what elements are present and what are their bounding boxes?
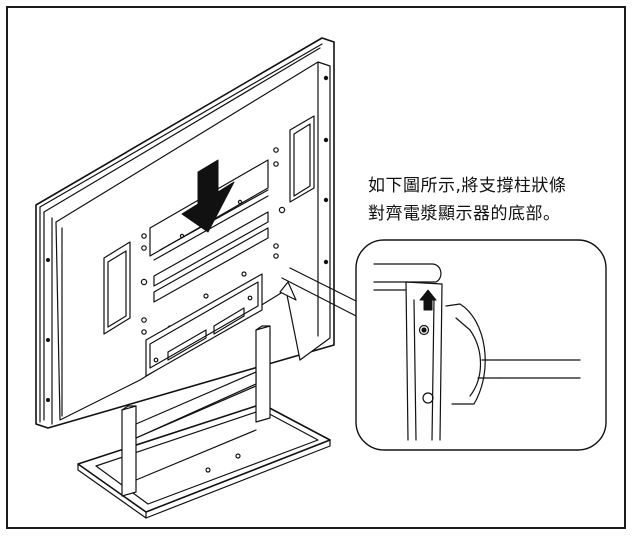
bottom-terminal-box <box>145 273 263 377</box>
stand <box>77 325 331 519</box>
left-vent-panel <box>103 241 131 335</box>
down-arrow-icon <box>181 159 235 233</box>
up-arrow-icon <box>419 289 437 311</box>
instruction-line-2: 對齊電漿顯示器的底部。 <box>368 204 561 224</box>
instruction-line-1: 如下圖所示,將支撐柱狀條 <box>368 176 567 196</box>
detail-callout <box>355 239 607 451</box>
callout-pointer <box>279 267 363 319</box>
right-vent-panel <box>289 115 315 203</box>
